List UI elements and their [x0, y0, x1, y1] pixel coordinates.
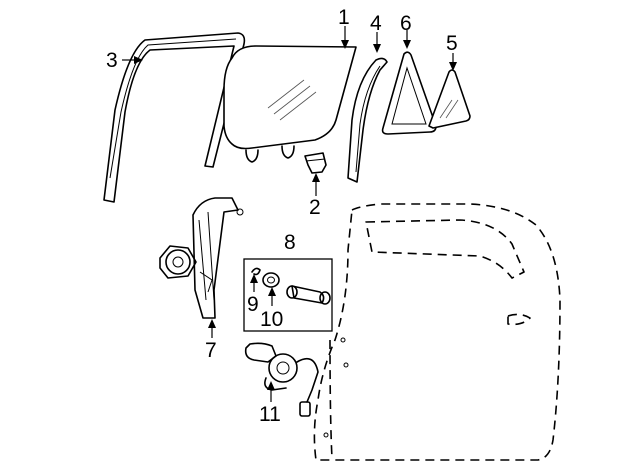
callout-6: 6 — [400, 12, 412, 35]
part-10-bushing — [262, 272, 280, 288]
callout-11: 11 — [259, 403, 281, 426]
part-9-clip — [251, 267, 261, 276]
callout-1: 1 — [338, 6, 350, 29]
part-1-door-glass — [223, 45, 357, 163]
rear-door-outline — [313, 203, 561, 461]
part-7-window-regulator — [159, 197, 244, 319]
part-6-quarter-glass-weatherstrip — [381, 51, 437, 135]
part-11-window-motor — [244, 342, 319, 417]
callout-3: 3 — [106, 49, 118, 72]
callout-7: 7 — [205, 339, 217, 362]
callout-9: 9 — [247, 293, 259, 316]
callout-2: 2 — [309, 196, 321, 219]
part-2-glass-clip — [304, 152, 327, 174]
callout-10: 10 — [260, 308, 283, 331]
part-4-division-bar — [347, 57, 388, 183]
part-8-repair-kit — [243, 258, 333, 332]
callout-5: 5 — [446, 32, 458, 55]
callout-4: 4 — [370, 12, 382, 35]
leader-lines — [122, 26, 457, 402]
part-5-quarter-glass — [428, 69, 471, 129]
callout-8: 8 — [284, 231, 296, 254]
callout-labels: 1 2 3 4 5 6 7 8 9 10 11 — [106, 6, 458, 426]
part-3-glass-run-channel — [103, 32, 246, 203]
